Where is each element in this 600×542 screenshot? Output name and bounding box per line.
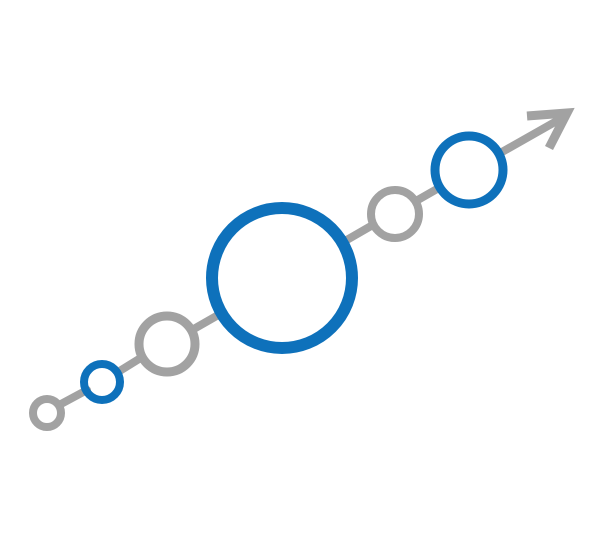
connector-6 [498,114,566,156]
connector-4 [341,222,375,245]
connector-3 [188,310,224,334]
small-blue-node [80,360,124,404]
medium-gray-node [367,186,423,242]
medium-blue-node [430,131,508,209]
small-gray-node [29,395,65,431]
path-connectors [57,114,566,408]
arrow-head-icon [526,107,575,151]
large-blue-node [206,202,358,354]
medium-gray-node [134,311,200,377]
connector-5 [412,185,441,205]
connector-2 [114,355,143,376]
